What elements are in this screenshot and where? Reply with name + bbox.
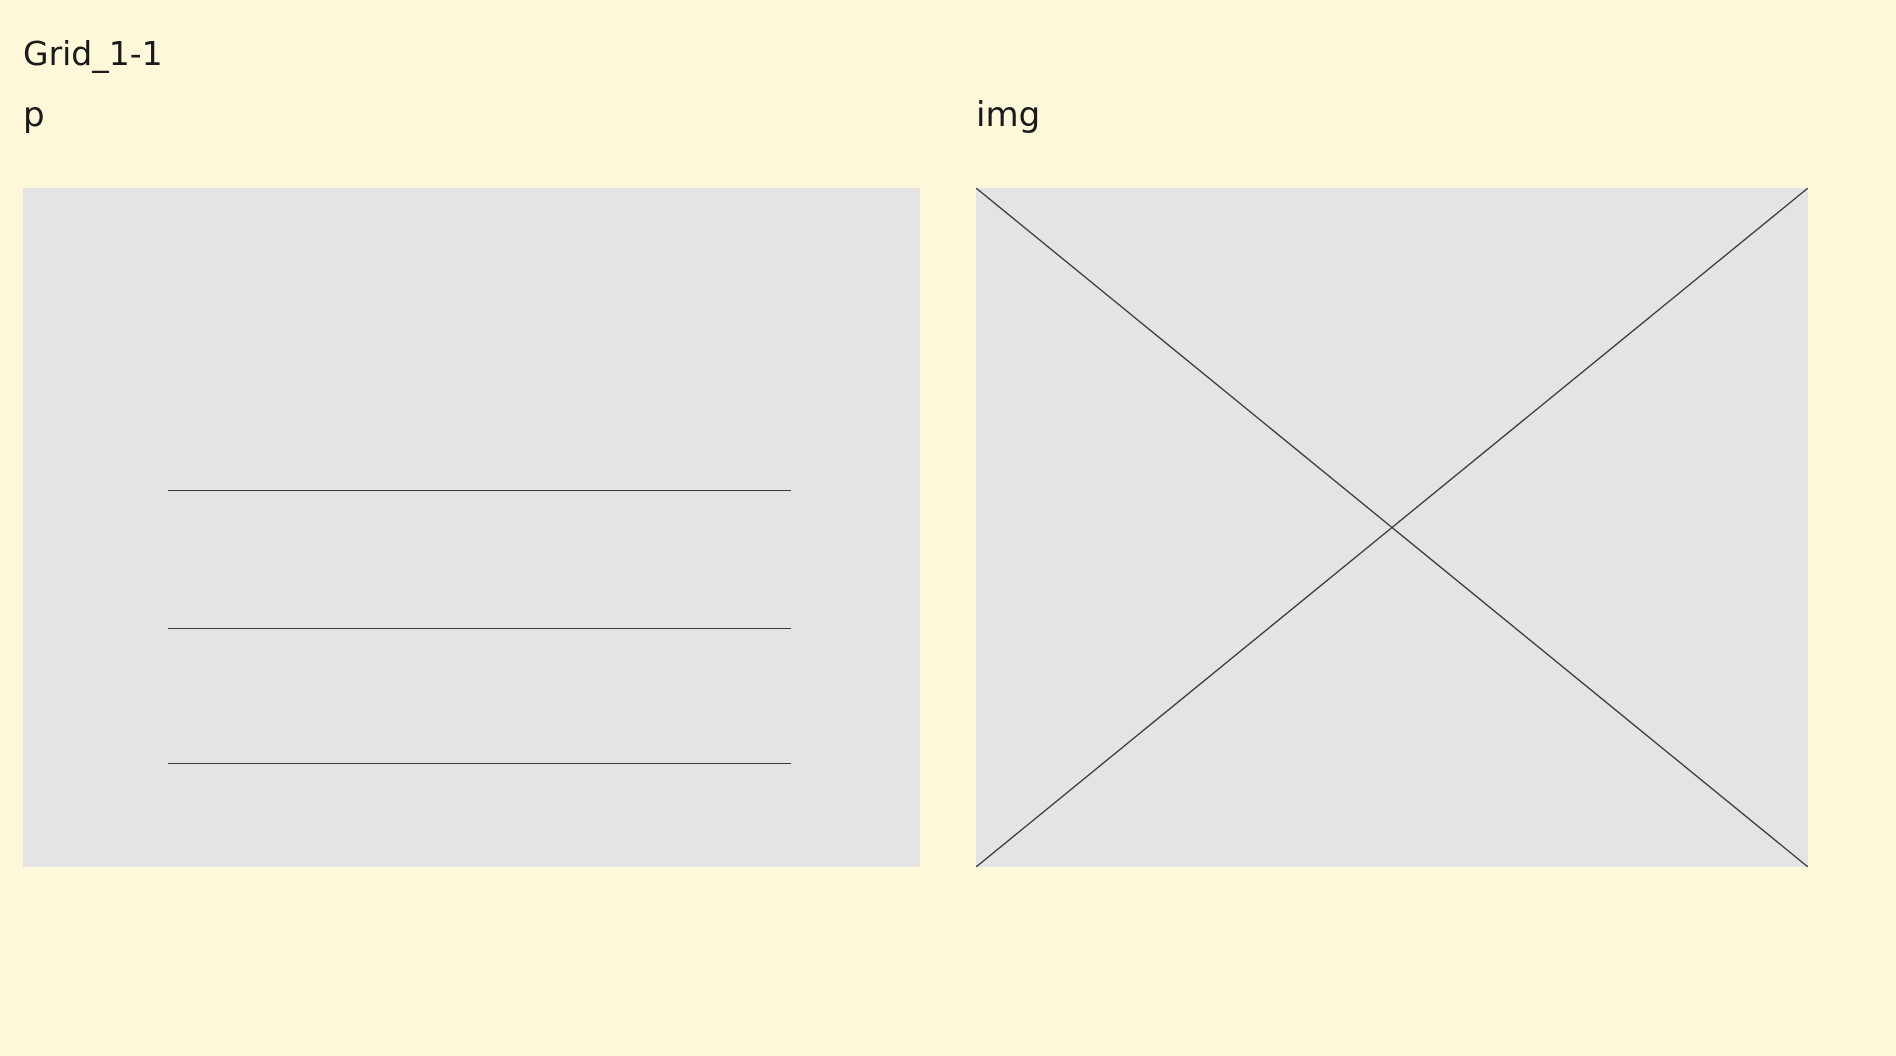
cross-diagonal-line [976, 188, 1808, 867]
text-line-placeholder [168, 763, 791, 764]
text-line-placeholder [168, 490, 791, 491]
image-placeholder-cross-icon [976, 188, 1808, 867]
paragraph-placeholder [23, 188, 920, 867]
text-line-placeholder [168, 628, 791, 629]
frame-title: Grid_1-1 [23, 34, 163, 73]
image-column-label: img [976, 95, 1041, 135]
paragraph-column-label: p [23, 95, 45, 135]
image-placeholder [976, 188, 1808, 867]
